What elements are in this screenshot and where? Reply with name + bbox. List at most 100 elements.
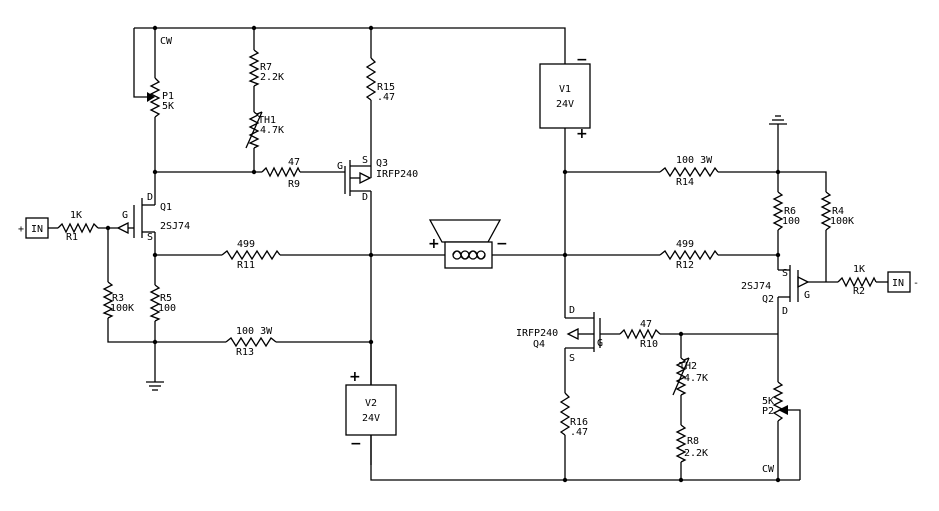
junction-dot <box>775 252 781 258</box>
ground-symbol-right <box>769 115 787 125</box>
r9-resistor-body <box>261 166 301 178</box>
r13-resistor-body <box>225 336 277 348</box>
q2-s-label: S <box>782 268 788 279</box>
v2-value-label: 24V <box>362 413 380 424</box>
th1-ref-label: TH1 <box>258 115 276 126</box>
in-left-polarity: + <box>18 224 24 235</box>
junction-dot <box>152 169 158 175</box>
junctions <box>105 25 781 483</box>
speaker-minus-label: − <box>496 236 508 252</box>
q3-s-label: S <box>362 155 368 166</box>
r3-ref-label: R3 <box>112 293 124 304</box>
r14-ref-label: R14 <box>676 177 694 188</box>
v1-ref-label: V1 <box>559 84 571 95</box>
r14-right-wire <box>718 171 827 192</box>
q1-ref-label: Q1 <box>160 202 172 213</box>
p2-wiper-arrow <box>778 405 788 415</box>
th1-thermistor-mark <box>245 111 263 149</box>
r12-ref-label: R12 <box>676 260 694 271</box>
r5-ref-label: R5 <box>160 293 172 304</box>
r16-value-label: .47 <box>570 427 588 438</box>
r9-value-label: 47 <box>288 157 300 168</box>
in-right-polarity: - <box>913 278 919 289</box>
q2-ref-label: Q2 <box>762 294 774 305</box>
v2-plus-label: + <box>349 369 361 385</box>
r11-value-label: 499 <box>237 239 255 250</box>
q1-transistor <box>116 198 155 238</box>
p1-resistor-body <box>149 77 161 118</box>
r11-resistor-body <box>221 249 281 261</box>
q3-d-label: D <box>362 192 368 203</box>
q2-g-label: G <box>804 290 810 301</box>
r15-resistor-body <box>365 57 377 101</box>
v2-minus-label: − <box>350 436 362 452</box>
p2-value-label: 5K <box>762 396 774 407</box>
ground-symbol-left <box>146 381 164 391</box>
q4-d-label: D <box>569 305 575 316</box>
v2-ref-label: V2 <box>365 398 377 409</box>
junction-dot <box>251 25 257 31</box>
th1-resistor-body <box>248 111 260 149</box>
junction-dot <box>105 225 111 231</box>
junction-dot <box>368 252 374 258</box>
r6-resistor-body <box>772 191 784 231</box>
r15-ref-label: R15 <box>377 82 395 93</box>
resistors <box>57 49 877 463</box>
junction-dot <box>251 169 257 175</box>
r1-resistor-body <box>57 222 99 234</box>
junction-dot <box>678 477 684 483</box>
q3-part-label: IRFP240 <box>376 169 418 180</box>
junction-dot <box>678 331 684 337</box>
r10-ref-label: R10 <box>640 339 658 350</box>
th2-resistor-body <box>675 357 687 396</box>
r6-value-label: 100 <box>782 216 800 227</box>
r9-ref-label: R9 <box>288 179 300 190</box>
r10-value-label: 47 <box>640 319 652 330</box>
r6-ref-label: R6 <box>784 206 796 217</box>
p1-value-label: 5K <box>162 101 174 112</box>
q2-part-label: 2SJ74 <box>741 281 771 292</box>
wires <box>48 27 888 481</box>
in-right-label: IN <box>892 278 904 289</box>
q4-s-label: S <box>569 353 575 364</box>
r12-value-label: 499 <box>676 239 694 250</box>
v1-minus-label: − <box>576 52 588 68</box>
v1-plus-label: + <box>576 126 588 142</box>
q4-transistor <box>564 305 601 358</box>
q4-g-label: G <box>597 338 603 349</box>
r3-resistor-body <box>102 281 114 319</box>
q1-s-label: S <box>147 232 153 243</box>
r2-ref-label: R2 <box>853 286 865 297</box>
r10-resistor-body <box>619 328 661 340</box>
q3-g-label: G <box>337 161 343 172</box>
p2-resistor-body <box>772 381 784 422</box>
top-rail-wire <box>134 27 566 64</box>
q1-d-label: D <box>147 192 153 203</box>
r13-value-label: 100 3W <box>236 326 273 337</box>
r2-value-label: 1K <box>853 264 865 275</box>
r8-resistor-body <box>675 424 687 463</box>
p2-wiper-wire <box>788 409 801 480</box>
in-right-box <box>887 271 911 293</box>
r3-bottom-wire <box>107 318 226 343</box>
junction-dot <box>775 477 781 483</box>
r5-value-label: 100 <box>158 303 176 314</box>
q2-transistor <box>778 265 810 302</box>
r7-resistor-body <box>248 49 260 87</box>
r13-ref-label: R13 <box>236 347 254 358</box>
r7-value-label: 2.2K <box>260 72 284 83</box>
r12-resistor-body <box>659 249 719 261</box>
junction-dot <box>562 169 568 175</box>
p1-ref-label: P1 <box>162 91 174 102</box>
junction-dot <box>368 25 374 31</box>
q4-ref-label: Q4 <box>533 339 545 350</box>
p1-end-label: CW <box>160 36 173 47</box>
r14-value-label: 100 3W <box>676 155 713 166</box>
q3-transistor <box>344 160 372 196</box>
q3-ref-label: Q3 <box>376 158 388 169</box>
p2-end-label: CW <box>762 464 775 475</box>
junction-dot <box>562 477 568 483</box>
th2-thermistor-mark <box>672 357 690 396</box>
r16-ref-label: R16 <box>570 417 588 428</box>
labels: CW P1 5K R7 2.2K TH1 4.7K R15 .47 47 R9 … <box>18 36 919 475</box>
